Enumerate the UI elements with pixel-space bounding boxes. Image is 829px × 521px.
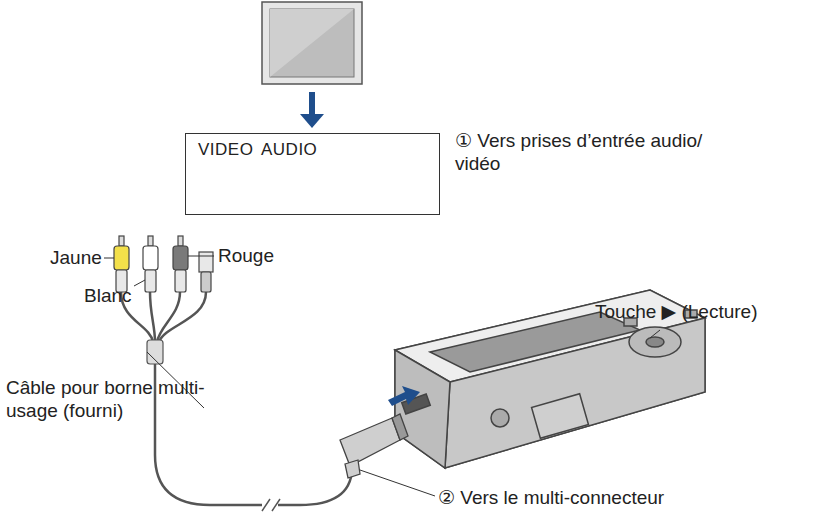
callout-label: Touche ▶ (Lecture): [595, 300, 825, 323]
rca-plugs: [114, 236, 213, 292]
jack-panel: VIDEO AUDIO: [185, 133, 440, 215]
down-arrow: [300, 92, 324, 128]
callout-label: Blanc: [84, 284, 132, 307]
callout-label: Rouge: [218, 244, 274, 267]
jack-label: VIDEO: [198, 140, 253, 160]
multi-connector-plug: [340, 414, 408, 478]
callout-label: ① Vers prises d’entrée audio/ vidéo: [455, 129, 725, 175]
tv-screen: [262, 2, 362, 84]
callout-label: ② Vers le multi-connecteur: [438, 486, 798, 509]
jack-label: AUDIO: [261, 140, 317, 160]
callout-label: Jaune: [50, 246, 102, 269]
callout-label: Câble pour borne multi-usage (fourni): [6, 376, 206, 422]
insert-arrow: [388, 386, 420, 406]
av-cable: [121, 292, 352, 511]
leader-lines: [104, 256, 660, 496]
